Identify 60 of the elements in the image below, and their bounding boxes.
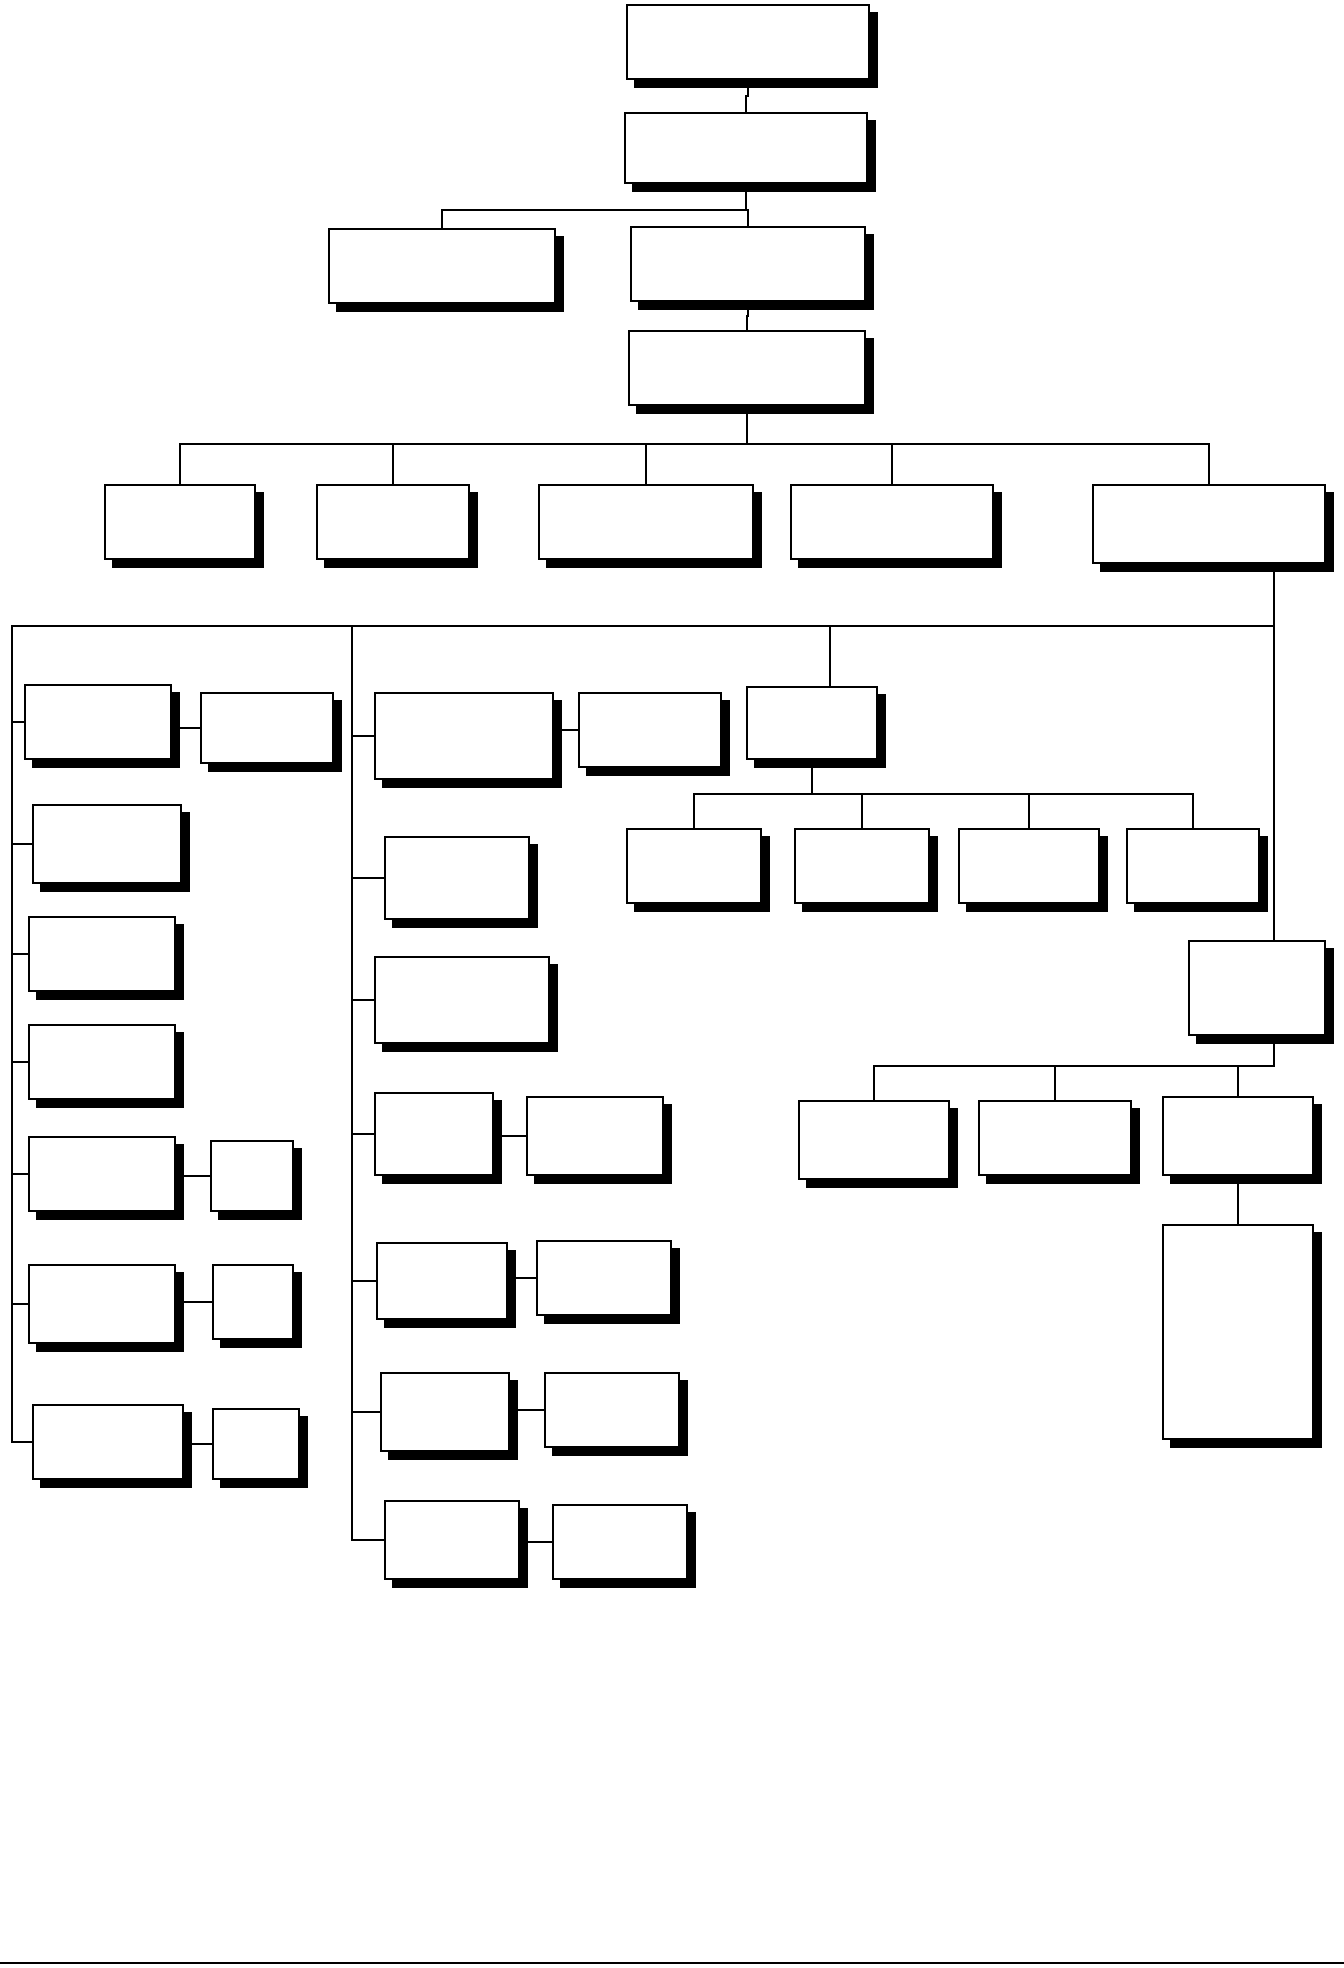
org-box [374, 1092, 502, 1184]
org-box [24, 684, 180, 768]
connector-line [746, 413, 1210, 485]
org-box [28, 916, 184, 1000]
org-box [746, 686, 886, 768]
org-box [374, 692, 562, 788]
connector-line [745, 87, 749, 113]
connector-line [1273, 571, 1275, 941]
org-box [798, 1100, 958, 1188]
connector-line [1237, 1043, 1275, 1097]
org-box [28, 1024, 184, 1108]
org-box [626, 4, 878, 88]
org-box [790, 484, 1002, 568]
connector-line [561, 729, 579, 731]
connector-line [179, 727, 201, 729]
org-box [1092, 484, 1334, 572]
org-box [384, 836, 538, 928]
org-box [28, 1264, 184, 1352]
org-box [380, 1372, 518, 1460]
org-box [958, 828, 1108, 912]
org-box [200, 692, 342, 772]
org-box [1162, 1096, 1322, 1184]
org-box [328, 228, 564, 312]
org-box [1188, 940, 1334, 1044]
connector-line [183, 1175, 211, 1177]
org-box [212, 1264, 302, 1348]
org-box [526, 1096, 672, 1184]
connector-line [191, 1443, 213, 1445]
org-box [628, 330, 874, 414]
org-box [374, 956, 558, 1052]
org-box [626, 828, 770, 912]
connector-line [811, 767, 1194, 829]
org-box [210, 1140, 302, 1220]
org-box [538, 484, 762, 568]
org-box [544, 1372, 688, 1456]
connector-line [515, 1277, 537, 1279]
org-box [376, 1242, 516, 1328]
connector-line [501, 1135, 527, 1137]
org-box [384, 1500, 528, 1588]
connector-line [183, 1301, 213, 1303]
connector-line [517, 1409, 545, 1411]
connector-line [1237, 1183, 1239, 1225]
connector-line [527, 1541, 553, 1543]
org-box [212, 1408, 308, 1488]
org-box [536, 1240, 680, 1324]
org-box [32, 804, 190, 892]
org-box [578, 692, 730, 776]
org-box [1162, 1224, 1322, 1448]
connector-line [746, 309, 749, 331]
connector-line [745, 191, 749, 227]
org-box [32, 1404, 192, 1488]
org-box [28, 1136, 184, 1220]
org-box [104, 484, 264, 568]
org-box [978, 1100, 1140, 1184]
org-box [794, 828, 938, 912]
org-box [630, 226, 874, 310]
org-box [552, 1504, 696, 1588]
org-box [624, 112, 876, 192]
org-box [1126, 828, 1268, 912]
org-box [316, 484, 478, 568]
